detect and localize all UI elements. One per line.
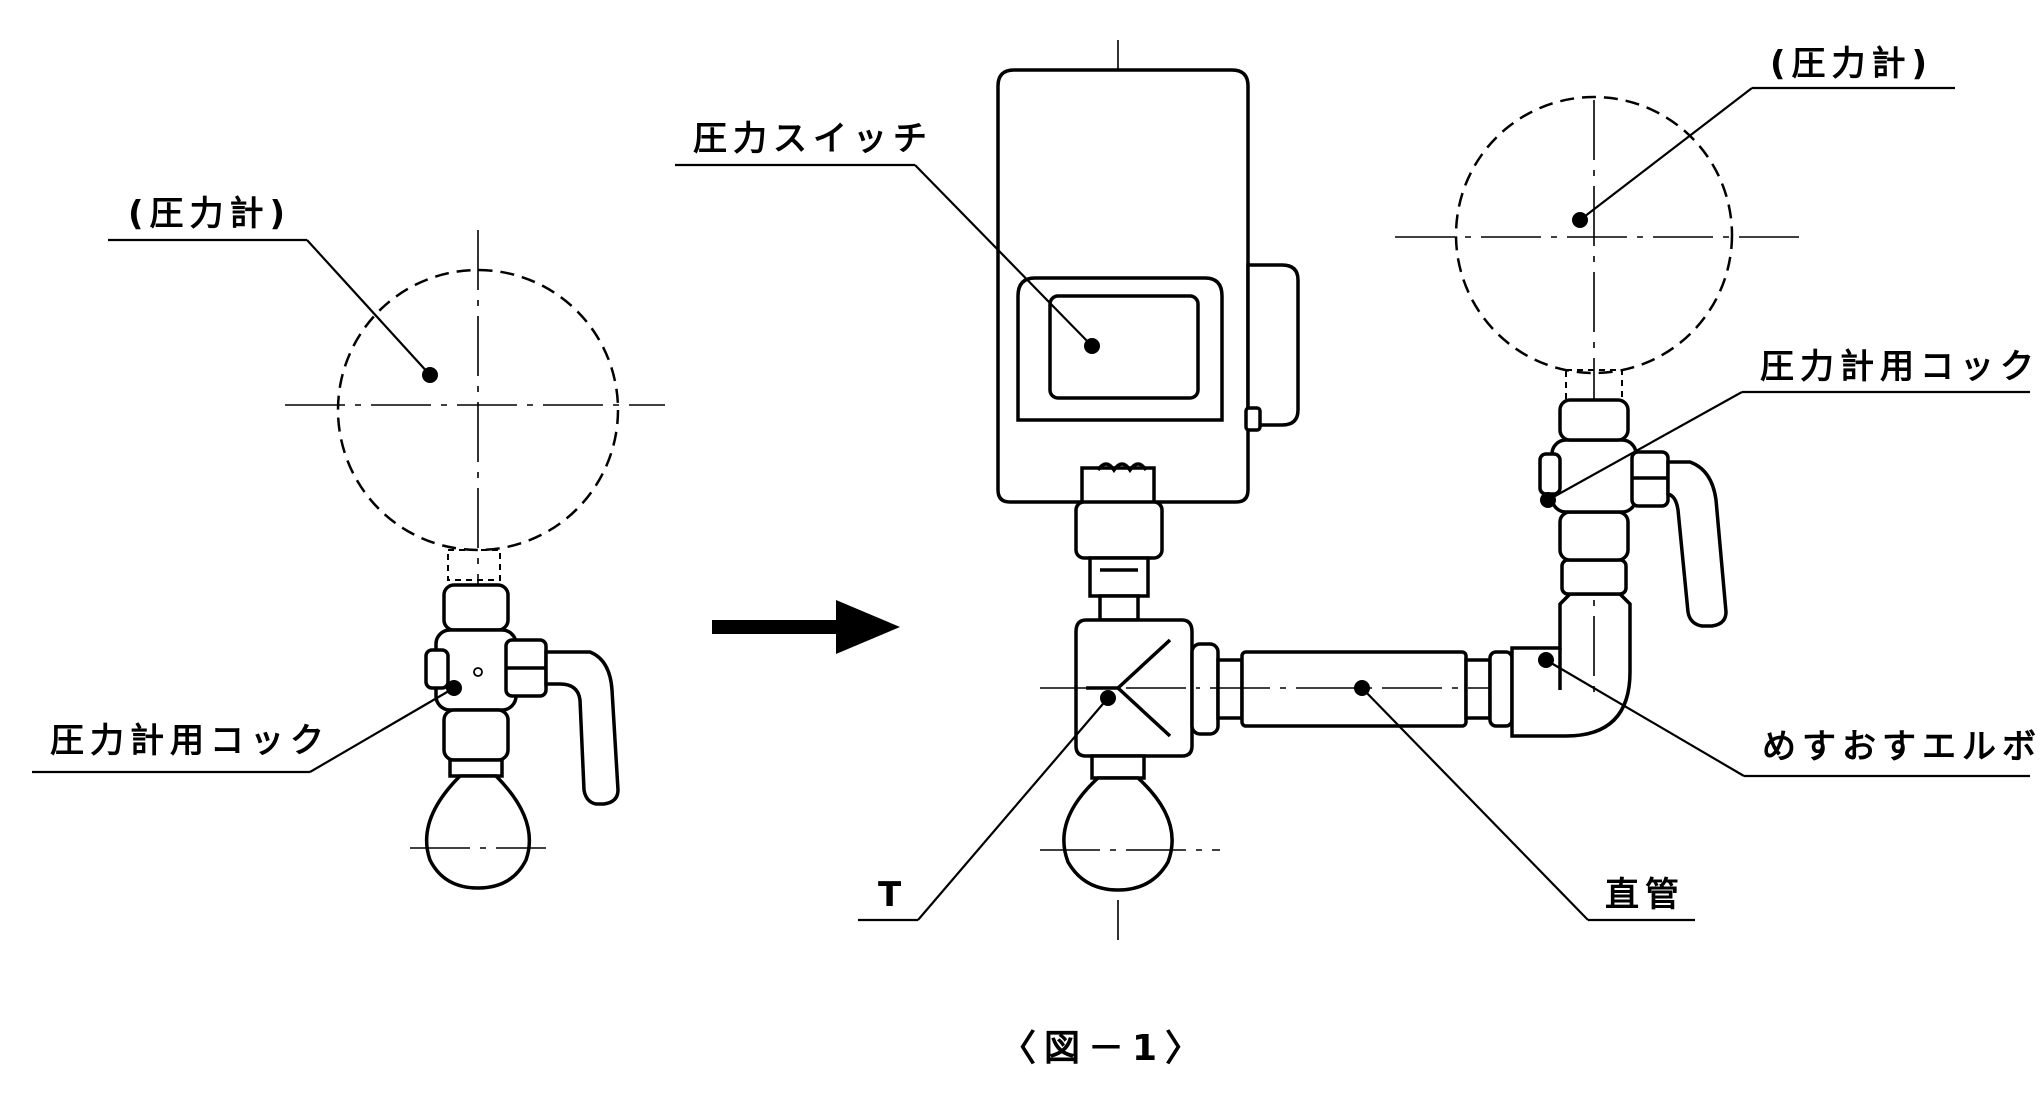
tee-label: T [878, 875, 907, 915]
pressure-switch-label: 圧力スイッチ [693, 119, 933, 159]
tee-fitting [1074, 594, 1220, 758]
right-pressure-gauge [1454, 95, 1734, 375]
right-assembly [996, 40, 1800, 940]
tee-callout: T [858, 690, 1116, 922]
straight-pipe-label: 直管 [1605, 875, 1685, 915]
elbow [1488, 592, 1632, 738]
left-gauge-callout: (圧力計) [108, 194, 438, 383]
right-gauge-callout: (圧力計) [1572, 44, 1955, 228]
right-cock-label: 圧力計用コック [1760, 347, 2040, 387]
elbow-callout: めすおすエルボ [1538, 652, 2041, 778]
left-pressure-gauge [336, 268, 620, 552]
left-gauge-label: (圧力計) [128, 194, 291, 234]
right-cock-callout: 圧力計用コック [1540, 347, 2040, 508]
elbow-label: めすおすエルボ [1762, 727, 2041, 767]
left-assembly: (圧力計) 圧力計用コック [32, 194, 665, 890]
straight-pipe-callout: 直管 [1354, 680, 1695, 922]
left-cock-label: 圧力計用コック [50, 721, 330, 761]
transition-arrow [712, 600, 900, 654]
pressure-switch [996, 68, 1300, 598]
straight-pipe [1210, 650, 1500, 728]
right-gauge-label: (圧力計) [1770, 44, 1933, 84]
pressure-switch-callout: 圧力スイッチ [675, 119, 1100, 354]
left-cock-callout: 圧力計用コック [32, 680, 462, 774]
figure-caption: 〈図－1〉 [1000, 1028, 1209, 1069]
left-cock [424, 583, 620, 806]
right-cock [1538, 369, 1728, 628]
